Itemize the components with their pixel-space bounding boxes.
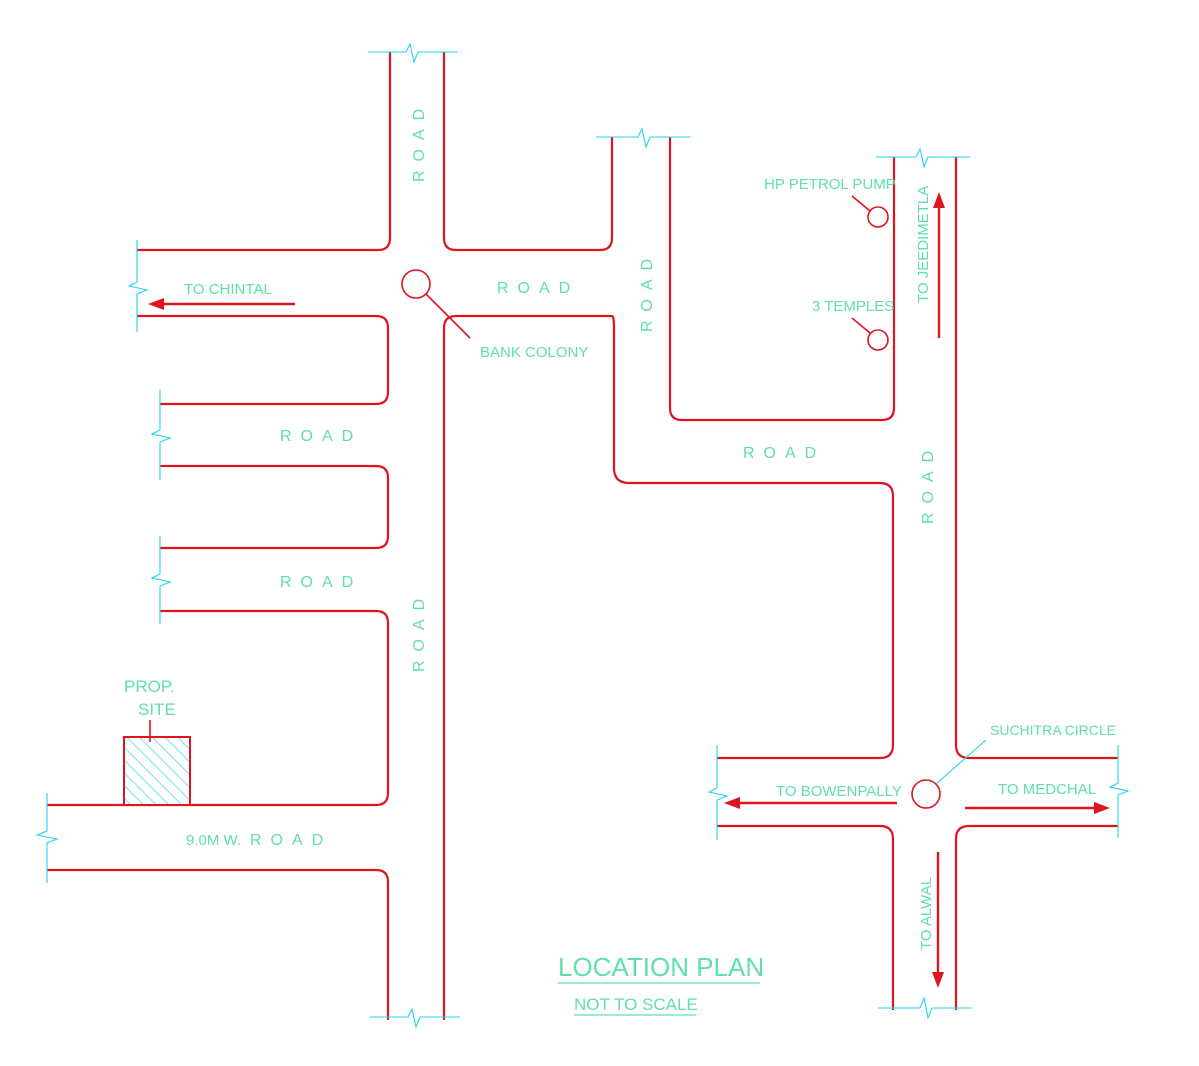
left-road-3-edges [47,609,390,807]
nine-metre-road-label: ROAD [250,832,332,849]
arrow-to-medchal [965,802,1110,814]
break-line-top-right [876,147,970,169]
label-prop: PROP. [124,677,175,696]
break-line-top-main [368,42,458,64]
break-line-medchal [1108,745,1130,838]
label-site: SITE [138,700,176,719]
label-hp-petrol-pump: HP PETROL PUMP [764,176,896,193]
break-line-left-road-1 [150,390,172,480]
break-line-top-middle [596,127,690,149]
arrow-to-chintal [148,298,295,310]
suchitra-circle-marker [911,739,987,809]
middle-road-outer-edge [611,314,895,760]
bank-colony-marker [401,269,471,339]
main-road-left-edge [137,52,392,252]
road-label-right-vertical: ROAD [920,442,937,524]
arrow-to-bowenpally [724,797,897,809]
break-line-nine-metre-road [35,793,59,883]
map-subtitle: NOT TO SCALE [574,995,698,1014]
road-network [47,52,1118,1020]
arrow-to-alwal [932,852,944,988]
road-label-main-top: ROAD [411,100,428,182]
road-label-left-road-1: ROAD [280,428,362,445]
road-label-left-road-2: ROAD [280,574,362,591]
road-label-main-bottom: ROAD [411,590,428,672]
break-line-bottom-right [878,996,972,1020]
petrol-pump-marker [851,195,889,228]
label-to-jeedimetla: TO JEEDIMETLA [915,186,932,303]
left-road-2-edges [160,464,390,550]
medchal-road-lower-edge [954,824,1118,1010]
label-to-medchal: TO MEDCHAL [998,781,1096,798]
arrow-to-jeedimetla [933,192,945,338]
break-lines [35,42,1130,1029]
bowenpally-road-lower-edge [717,824,895,1010]
map-title: LOCATION PLAN [558,952,764,982]
proposed-site [123,736,191,806]
break-line-left-road-2 [150,536,172,624]
label-to-bowenpally: TO BOWENPALLY [776,783,902,800]
road-label-middle-horizontal: ROAD [743,445,825,462]
label-bank-colony: BANK COLONY [480,344,588,361]
nine-metre-road-lower-edge [47,868,390,1020]
break-line-chintal [127,240,149,332]
road-to-chintal-lower-edge [137,314,390,406]
label-to-chintal: TO CHINTAL [184,281,272,298]
nine-metre-road-prefix: 9.0M W. [186,832,241,849]
label-three-temples: 3 TEMPLES [812,298,894,315]
main-road-right-edge [442,314,613,1020]
road-label-bank-colony: ROAD [497,280,579,297]
main-road-right-edge-top [442,52,614,252]
temples-marker [851,317,889,351]
break-line-bowenpally [707,745,729,840]
label-suchitra-circle: SUCHITRA CIRCLE [990,722,1116,738]
middle-road-inner-edge [668,137,896,422]
road-label-middle-vertical: ROAD [639,250,656,332]
right-road-east-edge [954,157,1118,760]
break-line-bottom-main [370,1007,460,1029]
label-to-alwal: TO ALWAL [918,877,935,950]
